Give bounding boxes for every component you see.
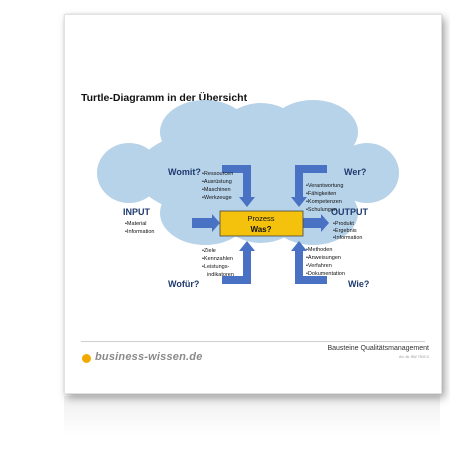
wofuer-item: •Kennzahlen	[202, 256, 233, 262]
wofuer-item: indikatoren	[207, 272, 234, 278]
document-number: Art.-Nr. BW 7503 D	[399, 355, 429, 359]
process-title: Prozess	[247, 214, 274, 223]
wie-heading: Wie?	[348, 279, 369, 289]
wer-item: •Kompetenzen	[306, 199, 342, 205]
output-item: •Information	[333, 235, 362, 241]
process-question: Was?	[250, 225, 271, 234]
wofuer-item: •Ziele	[202, 248, 216, 254]
arrows	[192, 165, 329, 284]
output-item: •Ergebnis	[333, 228, 357, 234]
page-reflection	[64, 396, 440, 436]
womit-item: •Werkzeuge	[202, 195, 232, 201]
wie-item: •Methoden	[306, 247, 332, 253]
series-title: Bausteine Qualitätsmanagement	[327, 345, 429, 352]
womit-item: •Ressourcen	[202, 171, 233, 177]
wer-item: •Fähigkeiten	[306, 191, 336, 197]
input-heading: INPUT	[123, 207, 151, 217]
wie-item: •Dokumentation	[306, 271, 345, 277]
womit-item: •Ausrüstung	[202, 179, 232, 185]
womit-heading: Womit?	[168, 167, 201, 177]
wer-heading: Wer?	[344, 167, 366, 177]
wie-item: •Anweisungen	[306, 255, 341, 261]
output-heading: OUTPUT	[331, 207, 369, 217]
output-item: •Produkt	[333, 221, 354, 227]
arrow-input	[192, 214, 220, 232]
wofuer-item: •Leistungs-	[202, 264, 229, 270]
input-item: •Information	[125, 229, 154, 235]
input-item: •Material	[125, 221, 147, 227]
wofuer-heading: Wofür?	[168, 279, 199, 289]
arrow-wie	[291, 241, 327, 284]
arrow-womit	[222, 165, 255, 207]
process-box	[219, 210, 304, 237]
logo-dot-icon	[82, 354, 91, 363]
turtle-diagram: Prozess Was? INPUT •Material •Informatio…	[97, 100, 399, 289]
wer-item: •Schulungen	[306, 207, 337, 213]
document-page: Turtle-Diagramm in der Übersicht	[64, 14, 442, 394]
womit-item: •Maschinen	[202, 187, 231, 193]
wer-item: •Verantwortung	[306, 183, 343, 189]
wie-item: •Verfahren	[306, 263, 332, 269]
footer-divider	[81, 341, 425, 342]
arrow-output	[303, 214, 329, 232]
arrow-wofuer	[222, 241, 255, 284]
arrow-wer	[291, 165, 327, 207]
logo: business-wissen.de	[95, 351, 203, 363]
